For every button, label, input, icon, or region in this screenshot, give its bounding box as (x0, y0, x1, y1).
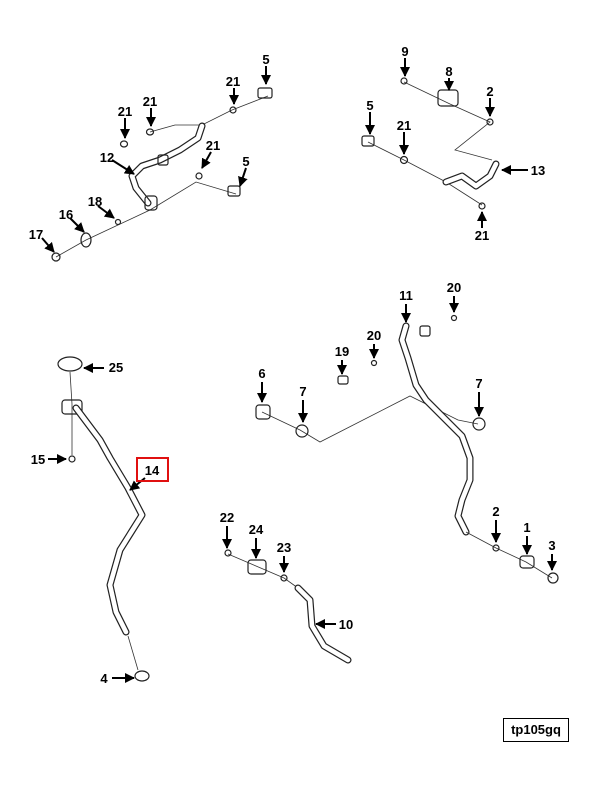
callout-18: 18 (88, 194, 102, 209)
fitting-1 (519, 555, 535, 569)
group-top-left-assembly (51, 87, 273, 262)
oring-21 (399, 155, 409, 165)
highlight-box-callout-14 (136, 457, 169, 482)
callout-21: 21 (206, 138, 220, 153)
oring-22 (224, 549, 232, 557)
oring-7 (472, 417, 486, 431)
fitting (419, 325, 431, 337)
callout-10: 10 (339, 617, 353, 632)
oring-20 (450, 314, 458, 322)
fitting-6 (255, 404, 271, 420)
callout-7: 7 (299, 384, 306, 399)
callout-7: 7 (475, 376, 482, 391)
oring-2 (492, 544, 500, 552)
fitting-24 (247, 559, 267, 575)
callout-12: 12 (100, 150, 114, 165)
oring-21 (145, 128, 155, 136)
callout-arrows (41, 58, 557, 683)
callout-21: 21 (143, 94, 157, 109)
clamp-4 (134, 670, 150, 682)
callout-5: 5 (366, 98, 373, 113)
oring-7 (295, 424, 309, 438)
callout-20: 20 (447, 280, 461, 295)
connector-5 (257, 87, 273, 99)
cap-3 (547, 572, 559, 584)
callout-21: 21 (226, 74, 240, 89)
callout-3: 3 (548, 538, 555, 553)
fitting-16 (80, 232, 92, 248)
bolt-19 (337, 375, 349, 385)
callout-21: 21 (397, 118, 411, 133)
connector-5 (227, 185, 241, 197)
fitting-8 (437, 89, 459, 107)
oring-21 (195, 172, 203, 180)
tube-fitting (157, 154, 169, 166)
oring-18 (114, 218, 122, 226)
callout-21: 21 (118, 104, 132, 119)
plug-17 (51, 252, 61, 262)
callout-1: 1 (523, 520, 530, 535)
callout-6: 6 (258, 366, 265, 381)
callout-24: 24 (249, 522, 264, 537)
oring-2 (486, 118, 494, 126)
callout-5: 5 (262, 52, 269, 67)
group-bottom-middle-assembly (224, 549, 352, 664)
connector-5 (361, 135, 375, 147)
oring-21 (119, 140, 129, 148)
callout-15: 15 (31, 452, 45, 467)
callout-labels: 5 21 21 21 21 12 5 18 16 17 9 8 2 5 21 1… (29, 44, 556, 686)
group-top-right-assembly (361, 77, 500, 210)
callout-17: 17 (29, 227, 43, 242)
callout-8: 8 (445, 64, 452, 79)
bolt-15 (68, 455, 76, 463)
tube-fitting (144, 195, 158, 211)
gasket-25 (57, 356, 83, 372)
callout-16: 16 (59, 207, 73, 222)
callout-5: 5 (242, 154, 249, 169)
oring-21 (478, 202, 486, 210)
flange (61, 399, 83, 415)
group-left-tube-assembly (57, 356, 150, 682)
callout-9: 9 (401, 44, 408, 59)
callout-11: 11 (399, 288, 413, 303)
callout-22: 22 (220, 510, 234, 525)
callout-23: 23 (277, 540, 291, 555)
callout-19: 19 (335, 344, 349, 359)
callout-13: 13 (531, 163, 545, 178)
callout-25: 25 (109, 360, 123, 375)
oring-20 (370, 359, 378, 367)
callout-14: 14 (145, 463, 160, 478)
oring-21 (229, 106, 237, 114)
diagram-code-label: tp105gq (503, 718, 569, 742)
oring-9 (400, 77, 408, 85)
group-right-assembly (255, 314, 559, 584)
callout-2: 2 (486, 84, 493, 99)
callout-21: 21 (475, 228, 489, 243)
oring-23 (280, 574, 288, 582)
callout-20: 20 (367, 328, 381, 343)
callout-4: 4 (100, 671, 108, 686)
callout-2: 2 (492, 504, 499, 519)
